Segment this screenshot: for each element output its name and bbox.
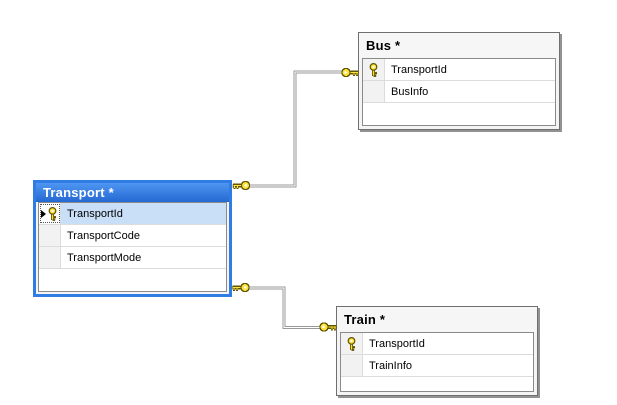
row-selector-cell[interactable] <box>39 225 61 246</box>
column-row-transportid[interactable]: TransportId <box>363 59 555 81</box>
table-title: Train * <box>344 312 386 327</box>
column-row-transportid[interactable]: TransportId <box>39 203 226 225</box>
column-grid-train: TransportId TrainInfo <box>340 332 534 392</box>
connector-key-icon <box>231 179 252 192</box>
column-row-transportcode[interactable]: TransportCode <box>39 225 226 247</box>
table-window-train[interactable]: Train * TransportId TrainI <box>336 306 538 396</box>
table-title: Transport * <box>43 185 114 200</box>
row-selector-cell[interactable] <box>39 247 61 268</box>
table-header-bus[interactable]: Bus * <box>359 33 559 58</box>
table-header-transport[interactable]: Transport * <box>36 183 229 202</box>
column-row-businfo[interactable]: BusInfo <box>363 81 555 103</box>
empty-row-space <box>39 269 226 291</box>
connector-key-icon <box>340 66 361 79</box>
row-selector-cell[interactable] <box>341 333 363 354</box>
column-row-transportid[interactable]: TransportId <box>341 333 533 355</box>
column-row-transportmode[interactable]: TransportMode <box>39 247 226 269</box>
row-selector-cell[interactable] <box>363 59 385 80</box>
column-name: TransportId <box>61 203 226 224</box>
connector-transport-train[interactable] <box>230 281 339 333</box>
empty-row-space <box>363 103 555 125</box>
primary-key-icon <box>347 336 356 351</box>
column-grid-bus: TransportId BusInfo <box>362 58 556 126</box>
connector-key-icon <box>230 281 251 294</box>
current-row-arrow-icon <box>41 209 46 218</box>
column-name: TrainInfo <box>369 359 413 372</box>
primary-key-icon <box>48 206 57 221</box>
column-name: TransportId <box>369 337 425 350</box>
row-selector-cell[interactable] <box>363 81 385 102</box>
column-name: TransportId <box>391 63 447 76</box>
column-name: TransportMode <box>67 251 142 264</box>
connector-transport-bus[interactable] <box>231 66 361 192</box>
column-name: BusInfo <box>391 85 429 98</box>
connector-key-icon <box>318 321 339 333</box>
table-title: Bus * <box>366 38 401 53</box>
column-name: TransportCode <box>67 229 140 242</box>
empty-row-space <box>341 377 533 391</box>
table-header-train[interactable]: Train * <box>337 307 537 332</box>
column-row-traininfo[interactable]: TrainInfo <box>341 355 533 377</box>
column-grid-transport: TransportId TransportCode TransportMode <box>38 202 227 292</box>
row-selector-cell[interactable] <box>39 203 61 224</box>
primary-key-icon <box>369 62 378 77</box>
table-window-bus[interactable]: Bus * TransportId BusInfo <box>358 32 560 130</box>
table-window-transport[interactable]: Transport * TransportId <box>33 180 232 297</box>
row-selector-cell[interactable] <box>341 355 363 376</box>
